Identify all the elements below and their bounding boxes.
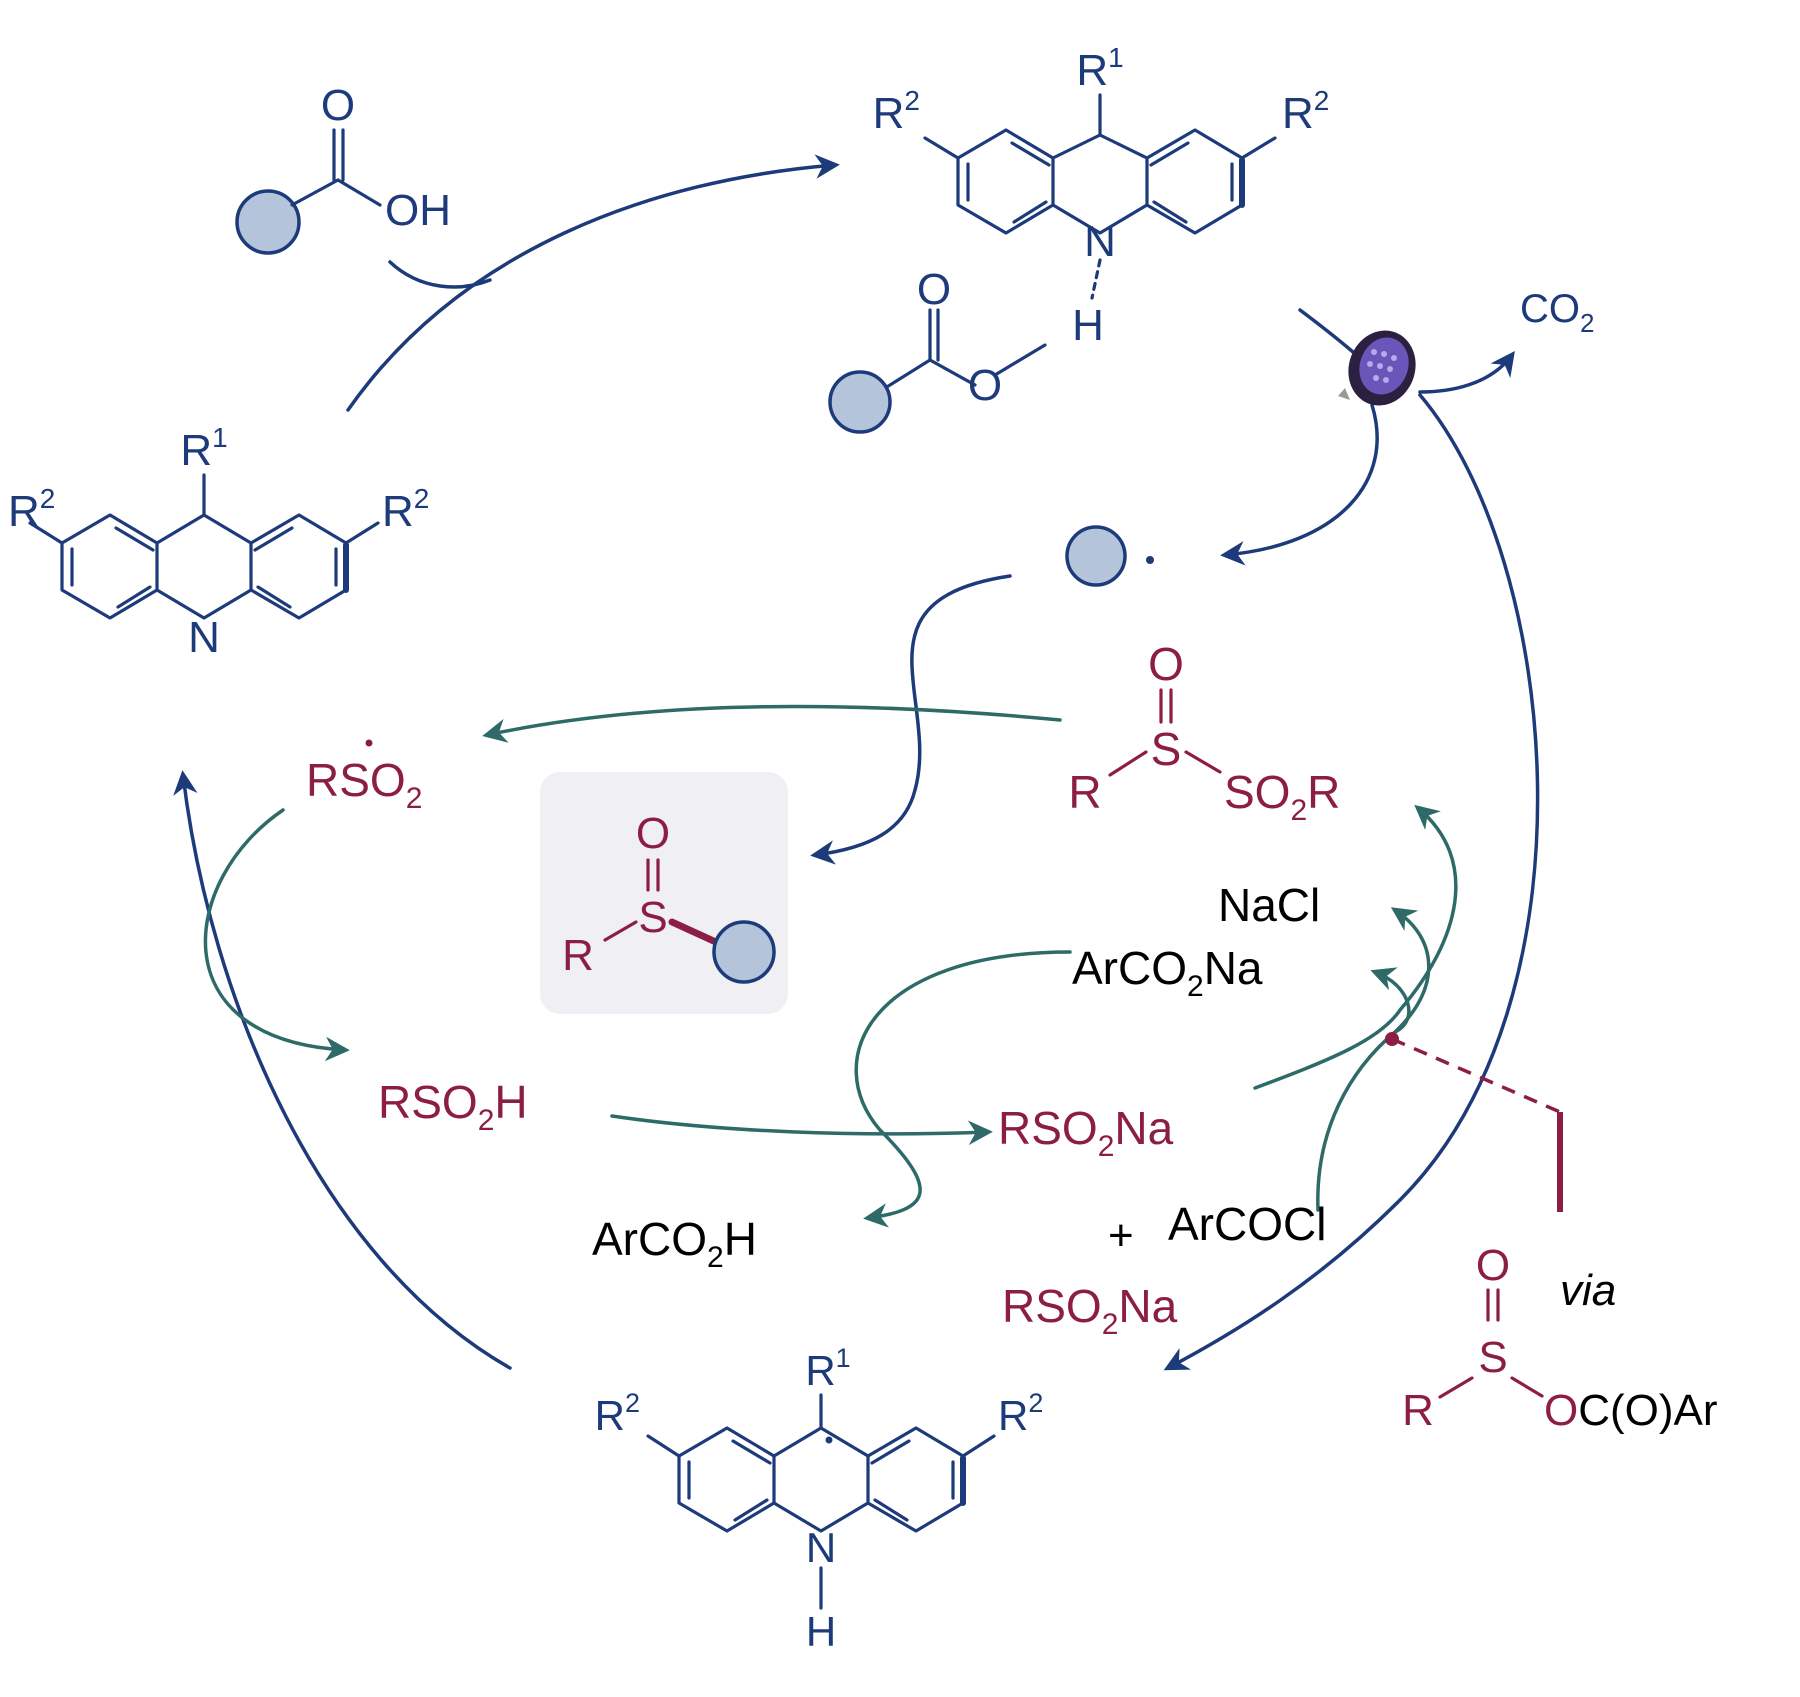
left-r1-sup: 1 [212, 422, 228, 453]
svg-text:R2: R2 [382, 483, 429, 536]
top-carbonyl-o: O [917, 265, 951, 314]
svg-text:R1: R1 [805, 1343, 850, 1394]
svg-text:R2: R2 [998, 1388, 1043, 1439]
acridine-left: R1 R2 R2 N [8, 422, 429, 662]
bottom-radical-dot [825, 1436, 833, 1444]
arrow-radical-to-product [810, 574, 1012, 865]
rso2na-bottom-label: RSO2Na [1002, 1280, 1178, 1341]
top-r2-right-sup: 2 [1314, 85, 1330, 116]
substrate-ball-product [712, 920, 776, 984]
via-label: via [1560, 1266, 1616, 1315]
sulfonyl-radical-dot [365, 739, 373, 747]
mixed-anhydride-intermediate: O S R OC(O)Ar [1402, 1241, 1717, 1435]
svg-text:R2: R2 [8, 483, 55, 536]
svg-text:R2: R2 [595, 1388, 640, 1439]
plus-sign: + [1108, 1211, 1134, 1260]
product-r: R [562, 931, 594, 980]
left-nitrogen: N [188, 613, 220, 662]
left-r2-right-sup: 2 [414, 483, 430, 514]
arrow-thio-to-radical [482, 704, 1062, 743]
bottom-r2-right-sup: 2 [1028, 1388, 1043, 1418]
via-pointer [1385, 1032, 1563, 1212]
int-tail: OC(O)Ar [1544, 1386, 1718, 1435]
arrow-to-nacl [1316, 907, 1431, 1212]
bottom-r1: R [805, 1347, 835, 1394]
arcocl-label: ArCOCl [1168, 1198, 1326, 1250]
bottom-r2-right: R [998, 1392, 1028, 1439]
svg-text:R1: R1 [1076, 42, 1123, 95]
arrow-to-co2 [1418, 351, 1515, 394]
catalyst-cycle-arrows [173, 154, 1540, 1371]
top-r1: R [1076, 46, 1108, 95]
substrate-ball-acid [235, 189, 301, 255]
acid-carbonyl-o: O [321, 81, 355, 130]
acid-uptake-curve [388, 260, 492, 289]
top-r2-right: R [1282, 89, 1314, 138]
arrow-radical-to-rso2h [203, 808, 350, 1062]
acridine-top-complex: R1 R2 R2 N H O O [828, 42, 1329, 434]
bottom-r2-left: R [595, 1392, 625, 1439]
arrow-acridine-to-complex [346, 154, 840, 412]
substrate-ball-top [828, 370, 892, 434]
light-bulb-icon [1338, 330, 1416, 406]
svg-text:RSO2: RSO2 [306, 754, 422, 815]
alkyl-radical-dot [1146, 556, 1154, 564]
rso2h-label: RSO2H [378, 1076, 528, 1137]
int-sulfur: S [1478, 1333, 1507, 1382]
product-sulfoxide: O S R [540, 772, 788, 1014]
sulfonyl-radical: RSO2 [306, 739, 422, 815]
bottom-r1-sup: 1 [836, 1343, 851, 1373]
arrow-to-radical [1220, 403, 1379, 566]
acid-oh: OH [385, 186, 451, 235]
carboxylic-acid: O OH [235, 81, 451, 255]
thio-r: R [1068, 766, 1101, 818]
thio-sulfur: S [1151, 723, 1182, 775]
left-r1: R [180, 426, 212, 475]
arrow-to-thiosulfonate [1253, 804, 1458, 1090]
nacl-label: NaCl [1218, 879, 1320, 931]
bottom-r2-left-sup: 2 [625, 1388, 640, 1418]
acridine-bottom: R1 R2 R2 N H [595, 1343, 1044, 1655]
product-oxygen: O [636, 809, 670, 858]
bottom-nitrogen: N [806, 1524, 836, 1571]
arrow-to-bottom-acridine [1163, 393, 1540, 1371]
product-sulfur: S [638, 893, 667, 942]
left-r2-right: R [382, 487, 414, 536]
rso2na-middle-label: RSO2Na [998, 1102, 1174, 1163]
arco2na-label: ArCO2Na [1072, 942, 1263, 1003]
substrate-ball-radical [1065, 525, 1127, 587]
top-r1-sup: 1 [1108, 42, 1124, 73]
int-oxygen: O [1476, 1241, 1510, 1290]
int-r: R [1402, 1386, 1434, 1435]
left-r2-left: R [8, 487, 40, 536]
arrow-to-arco2na [1370, 967, 1411, 1034]
top-r2-left-sup: 2 [904, 85, 920, 116]
sulfur-cycle-arrows [203, 704, 1458, 1228]
svg-text:R1: R1 [180, 422, 227, 475]
top-nitrogen: N [1084, 217, 1116, 266]
thiosulfonate: O S R SO2R [1068, 638, 1340, 827]
svg-text:R2: R2 [873, 85, 920, 138]
svg-text:R2: R2 [1282, 85, 1329, 138]
bottom-hydrogen: H [806, 1608, 836, 1655]
arrow-bottom-to-left-acridine [173, 770, 512, 1370]
top-r2-left: R [873, 89, 905, 138]
top-ether-o: O [968, 361, 1002, 410]
co2-label: CO2 [1520, 287, 1594, 338]
arrow-to-arco2h [854, 950, 1072, 1228]
thio-oxygen: O [1148, 638, 1184, 690]
arco2h-label: ArCO2H [592, 1213, 757, 1274]
arrow-rso2h-to-rso2na [610, 1114, 993, 1146]
top-hydrogen: H [1072, 301, 1104, 350]
left-r2-left-sup: 2 [40, 483, 56, 514]
thio-so2r: SO2R [1224, 766, 1340, 827]
